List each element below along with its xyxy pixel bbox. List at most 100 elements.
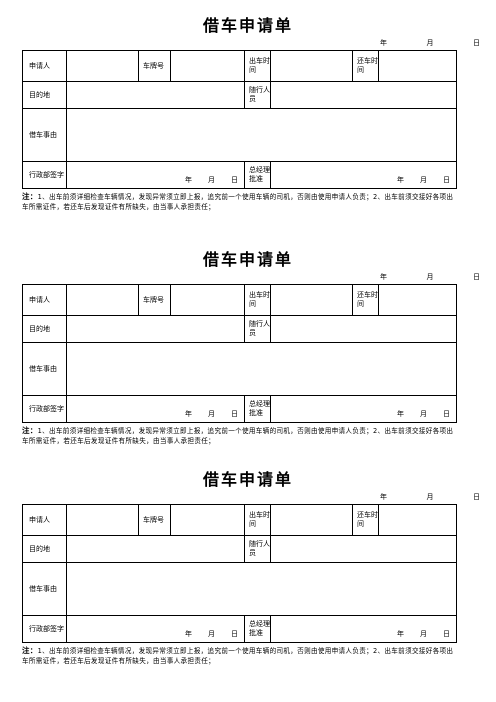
manager-approval-label: 总经理批准 [244, 161, 271, 189]
plate-label: 车牌号 [138, 504, 171, 536]
return-time-label: 还车时间 [352, 284, 379, 316]
note-text: 1、出车前须详细检查车辆情况，发现异常须立即上报，追究前一个使用车辆的司机，否则… [22, 647, 454, 665]
form-title: 借车申请单 [202, 470, 293, 489]
companions-label: 随行人员 [244, 81, 271, 109]
note-prefix: 注： [22, 426, 38, 435]
month-label: 月 [426, 273, 434, 281]
manager-approval-field[interactable]: 年 月 日 [270, 395, 457, 423]
depart-time-field[interactable] [270, 50, 353, 82]
destination-label: 目的地 [22, 81, 67, 109]
companions-field[interactable] [270, 81, 457, 109]
month-label: 月 [208, 410, 215, 418]
form-table: 申请人 车牌号 出车时间 还车时间 目的地 随行人员 借车事由 行政部签字 年 … [22, 504, 457, 643]
year-label: 年 [185, 630, 192, 638]
year-label: 年 [397, 176, 404, 184]
plate-label: 车牌号 [138, 284, 171, 316]
form-table: 申请人 车牌号 出车时间 还车时间 目的地 随行人员 借车事由 行政部签字 年 … [22, 50, 457, 189]
form-title: 借车申请单 [202, 250, 293, 269]
plate-field[interactable] [170, 504, 245, 536]
form-date: 年 月 日 [380, 272, 480, 282]
destination-field[interactable] [66, 535, 245, 563]
plate-field[interactable] [170, 284, 245, 316]
day-label: 日 [443, 176, 450, 184]
borrow-form-1: 借车申请单 年 月 日 申请人 车牌号 出车时间 还车时间 目的地 随行人员 借… [0, 0, 496, 220]
applicant-label: 申请人 [22, 504, 67, 536]
reason-field[interactable] [66, 108, 457, 162]
day-label: 日 [231, 176, 238, 184]
year-label: 年 [397, 410, 404, 418]
return-time-label: 还车时间 [352, 504, 379, 536]
destination-label: 目的地 [22, 315, 67, 343]
manager-approval-field[interactable]: 年 月 日 [270, 615, 457, 643]
form-note: 注：1、出车前须详细检查车辆情况，发现异常须立即上报，追究前一个使用车辆的司机，… [22, 192, 460, 212]
admin-sign-field[interactable]: 年 月 日 [66, 615, 245, 643]
reason-label: 借车事由 [22, 108, 67, 162]
depart-time-field[interactable] [270, 504, 353, 536]
day-label: 日 [443, 410, 450, 418]
admin-sign-field[interactable]: 年 月 日 [66, 161, 245, 189]
manager-approval-label: 总经理批准 [244, 615, 271, 643]
plate-label: 车牌号 [138, 50, 171, 82]
return-time-label: 还车时间 [352, 50, 379, 82]
year-label: 年 [185, 410, 192, 418]
reason-field[interactable] [66, 562, 457, 616]
manager-approval-field[interactable]: 年 月 日 [270, 161, 457, 189]
reason-label: 借车事由 [22, 342, 67, 396]
day-label: 日 [473, 273, 480, 281]
destination-field[interactable] [66, 315, 245, 343]
manager-approval-label: 总经理批准 [244, 395, 271, 423]
admin-sign-field[interactable]: 年 月 日 [66, 395, 245, 423]
companions-label: 随行人员 [244, 535, 271, 563]
reason-label: 借车事由 [22, 562, 67, 616]
companions-field[interactable] [270, 315, 457, 343]
note-prefix: 注： [22, 192, 38, 201]
depart-time-label: 出车时间 [244, 50, 271, 82]
year-label: 年 [380, 39, 387, 47]
borrow-form-2: 借车申请单 年 月 日 申请人 车牌号 出车时间 还车时间 目的地 随行人员 借… [0, 234, 496, 454]
applicant-field[interactable] [66, 504, 139, 536]
destination-field[interactable] [66, 81, 245, 109]
year-label: 年 [380, 493, 387, 501]
year-label: 年 [397, 630, 404, 638]
plate-field[interactable] [170, 50, 245, 82]
day-label: 日 [231, 410, 238, 418]
month-label: 月 [208, 176, 215, 184]
day-label: 日 [473, 493, 480, 501]
day-label: 日 [443, 630, 450, 638]
reason-field[interactable] [66, 342, 457, 396]
destination-label: 目的地 [22, 535, 67, 563]
year-label: 年 [185, 176, 192, 184]
return-time-field[interactable] [378, 504, 457, 536]
form-title: 借车申请单 [202, 16, 293, 35]
day-label: 日 [473, 39, 480, 47]
return-time-field[interactable] [378, 284, 457, 316]
form-date: 年 月 日 [380, 492, 480, 502]
month-label: 月 [420, 410, 427, 418]
applicant-label: 申请人 [22, 284, 67, 316]
month-label: 月 [420, 630, 427, 638]
companions-field[interactable] [270, 535, 457, 563]
companions-label: 随行人员 [244, 315, 271, 343]
depart-time-label: 出车时间 [244, 284, 271, 316]
form-note: 注：1、出车前须详细检查车辆情况，发现异常须立即上报，追究前一个使用车辆的司机，… [22, 646, 460, 666]
return-time-field[interactable] [378, 50, 457, 82]
borrow-form-3: 借车申请单 年 月 日 申请人 车牌号 出车时间 还车时间 目的地 随行人员 借… [0, 454, 496, 674]
admin-sign-label: 行政部签字 [22, 615, 67, 643]
year-label: 年 [380, 273, 387, 281]
admin-sign-label: 行政部签字 [22, 395, 67, 423]
day-label: 日 [231, 630, 238, 638]
month-label: 月 [426, 39, 434, 47]
note-prefix: 注： [22, 646, 38, 655]
month-label: 月 [420, 176, 427, 184]
month-label: 月 [208, 630, 215, 638]
form-date: 年 月 日 [380, 38, 480, 48]
admin-sign-label: 行政部签字 [22, 161, 67, 189]
applicant-label: 申请人 [22, 50, 67, 82]
note-text: 1、出车前须详细检查车辆情况，发现异常须立即上报，追究前一个使用车辆的司机，否则… [22, 193, 454, 211]
form-table: 申请人 车牌号 出车时间 还车时间 目的地 随行人员 借车事由 行政部签字 年 … [22, 284, 457, 423]
depart-time-label: 出车时间 [244, 504, 271, 536]
applicant-field[interactable] [66, 50, 139, 82]
depart-time-field[interactable] [270, 284, 353, 316]
applicant-field[interactable] [66, 284, 139, 316]
month-label: 月 [426, 493, 434, 501]
